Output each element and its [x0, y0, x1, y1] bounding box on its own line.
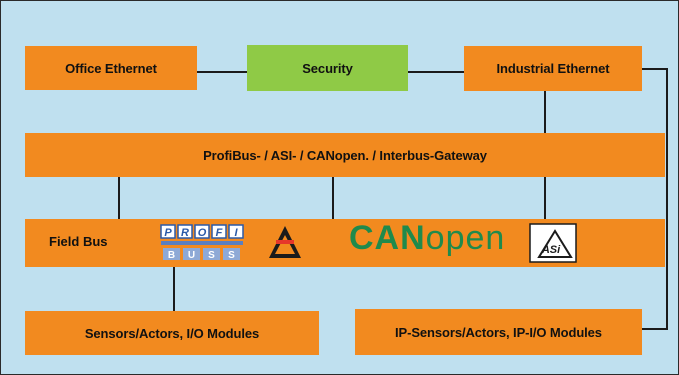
svg-text:U: U — [188, 250, 195, 261]
svg-text:B: B — [168, 250, 175, 261]
connector-fieldbus-sensors — [173, 267, 175, 311]
asi-logo-text: ASi — [541, 244, 561, 256]
connector-industrial-gateway — [544, 91, 546, 133]
ip-sensors-actors-box: IP-Sensors/Actors, IP-I/O Modules — [355, 309, 642, 355]
connector-gateway-fieldbus-right — [544, 177, 546, 219]
connector-industrial-right — [642, 68, 668, 70]
profibus-logo: P R O F I B U S S — [160, 224, 244, 261]
connector-gateway-fieldbus-left — [118, 177, 120, 219]
connector-gateway-fieldbus-middle — [332, 177, 334, 219]
industrial-ethernet-box: Industrial Ethernet — [464, 46, 642, 91]
connector-security-industrial — [408, 71, 464, 73]
canopen-logo-open: open — [425, 219, 506, 257]
svg-text:P: P — [164, 227, 172, 239]
connector-office-security — [197, 71, 247, 73]
security-box: Security — [247, 45, 408, 91]
connector-right-vertical — [666, 68, 668, 330]
profibus-logo-profi: P R O F I — [160, 224, 244, 239]
field-bus-label: Field Bus — [49, 234, 108, 249]
interbus-triangle-icon — [269, 226, 301, 258]
svg-text:O: O — [198, 227, 207, 239]
sensors-actors-box: Sensors/Actors, I/O Modules — [25, 311, 319, 355]
canopen-logo-can: CAN — [349, 219, 426, 257]
asi-logo: ASi — [529, 223, 577, 263]
svg-text:R: R — [181, 227, 189, 239]
svg-text:S: S — [208, 250, 215, 261]
connector-right-to-ip-sensors — [642, 328, 668, 330]
office-ethernet-box: Office Ethernet — [25, 46, 197, 90]
gateway-box: ProfiBus- / ASI- / CANopen. / Interbus-G… — [25, 133, 665, 177]
profibus-logo-bus: B U S S — [163, 248, 240, 261]
svg-text:S: S — [228, 250, 235, 261]
svg-text:F: F — [216, 227, 223, 239]
svg-text:I: I — [234, 227, 238, 239]
